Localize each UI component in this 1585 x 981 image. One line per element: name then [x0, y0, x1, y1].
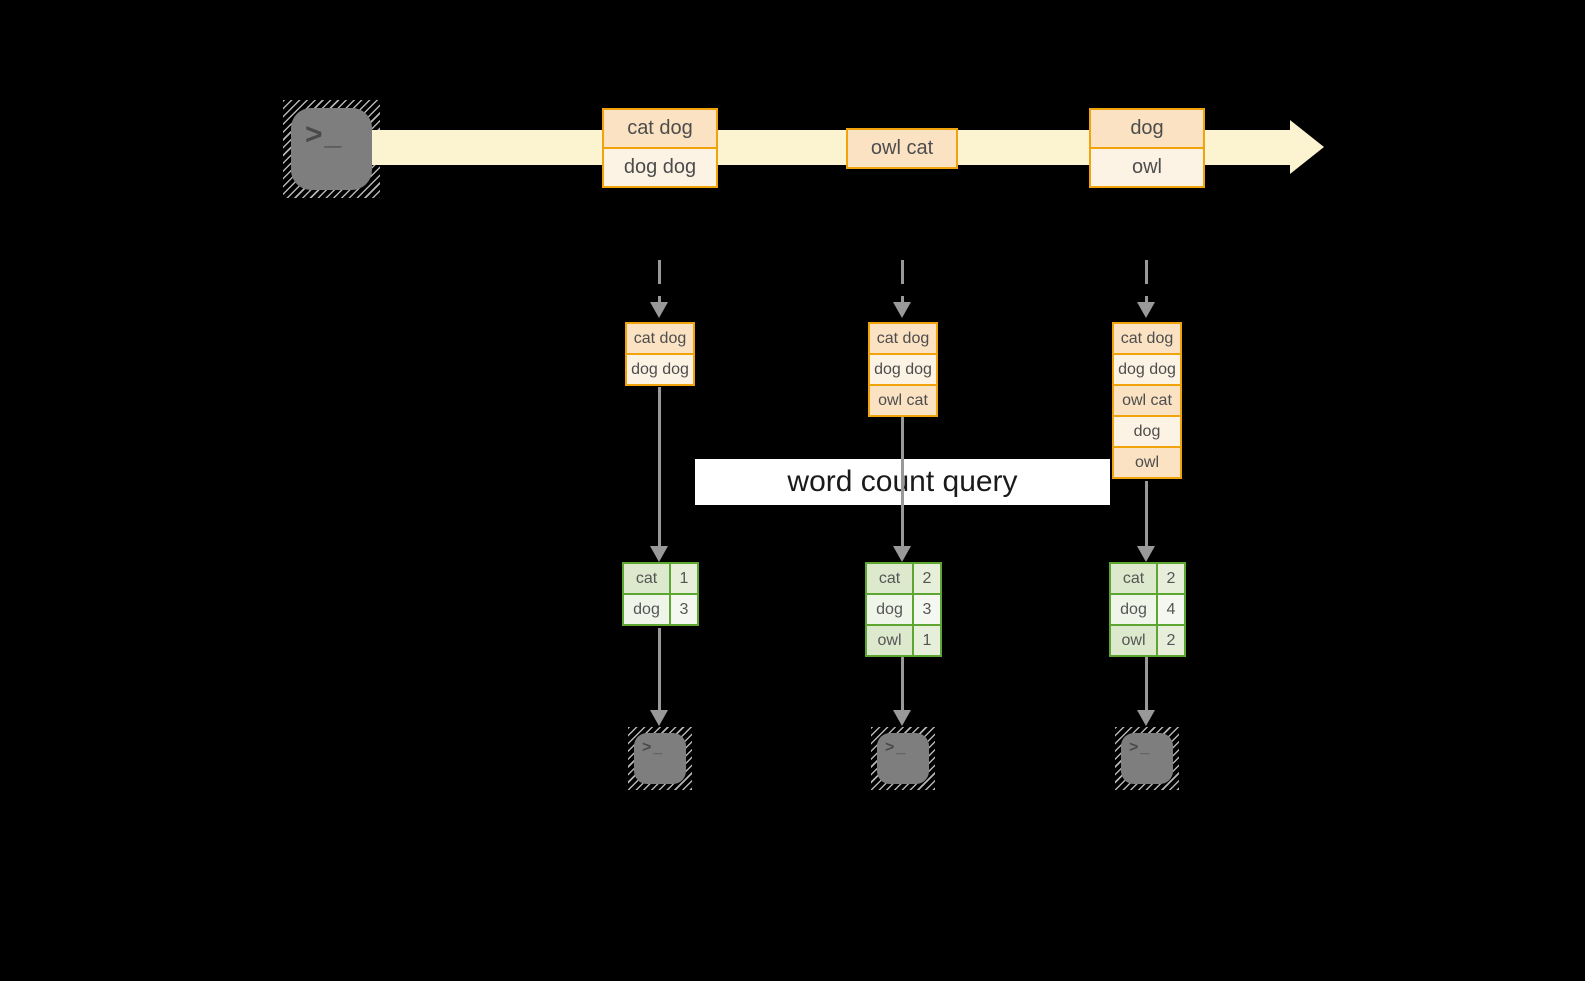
count-value: 1: [912, 626, 940, 655]
table-row: dog 4: [1111, 593, 1184, 624]
count-value: 3: [669, 595, 697, 624]
terminal-body: >_: [877, 733, 929, 784]
batch-item: dog: [1114, 415, 1180, 446]
count-table-1: cat 1 dog 3: [622, 562, 699, 626]
event-row: cat dog: [604, 110, 716, 147]
stream-event-1: cat dog dog dog: [602, 108, 718, 188]
count-word: cat: [624, 564, 669, 593]
count-word: dog: [867, 595, 912, 624]
dashed-arrow-stem: [658, 260, 661, 302]
batch-item: owl: [1114, 446, 1180, 477]
batch-stack-1: cat dog dog dog: [625, 322, 695, 386]
event-row: dog: [1091, 110, 1203, 147]
count-word: owl: [867, 626, 912, 655]
dashed-arrow-stem: [1145, 260, 1148, 302]
arrowhead-icon: [1137, 710, 1155, 726]
batch-item: cat dog: [870, 324, 936, 353]
dashed-arrow-stem: [901, 260, 904, 302]
batch-stack-2: cat dog dog dog owl cat: [868, 322, 938, 417]
count-value: 3: [912, 595, 940, 624]
terminal-prompt-icon: >_: [885, 739, 908, 756]
event-row: owl cat: [848, 130, 956, 167]
table-row: owl 1: [867, 624, 940, 655]
table-row: cat 1: [624, 564, 697, 593]
terminal-body: >_: [634, 733, 686, 784]
arrowhead-icon: [1137, 302, 1155, 318]
batch-item: cat dog: [1114, 324, 1180, 353]
arrow-stem: [1145, 481, 1148, 546]
count-value: 4: [1156, 595, 1184, 624]
terminal-icon: >_: [628, 727, 692, 790]
terminal-body: >_: [1121, 733, 1173, 784]
batch-item: owl cat: [1114, 384, 1180, 415]
arrow-stem: [1145, 657, 1148, 710]
table-row: cat 2: [867, 564, 940, 593]
batch-item: cat dog: [627, 324, 693, 353]
table-row: cat 2: [1111, 564, 1184, 593]
count-value: 2: [912, 564, 940, 593]
arrow-stem: [901, 417, 904, 546]
terminal-icon: >_: [283, 100, 380, 198]
arrowhead-icon: [893, 546, 911, 562]
count-word: cat: [1111, 564, 1156, 593]
count-table-3: cat 2 dog 4 owl 2: [1109, 562, 1186, 657]
table-row: dog 3: [867, 593, 940, 624]
arrow-stem: [901, 657, 904, 710]
terminal-body: >_: [291, 108, 372, 190]
batch-item: dog dog: [627, 353, 693, 384]
event-row: dog dog: [604, 147, 716, 186]
arrowhead-icon: [650, 546, 668, 562]
stream-event-3: dog owl: [1089, 108, 1205, 188]
arrowhead-icon: [893, 302, 911, 318]
terminal-icon: >_: [871, 727, 935, 790]
batch-item: dog dog: [1114, 353, 1180, 384]
stream-arrowhead-icon: [1290, 120, 1324, 174]
arrow-stem: [658, 387, 661, 546]
count-value: 2: [1156, 626, 1184, 655]
terminal-prompt-icon: >_: [642, 739, 665, 756]
event-row: owl: [1091, 147, 1203, 186]
terminal-icon: >_: [1115, 727, 1179, 790]
terminal-prompt-icon: >_: [1129, 739, 1152, 756]
arrowhead-icon: [1137, 546, 1155, 562]
arrowhead-icon: [650, 302, 668, 318]
stream-event-2: owl cat: [846, 128, 958, 169]
count-table-2: cat 2 dog 3 owl 1: [865, 562, 942, 657]
arrow-stem: [658, 628, 661, 710]
count-value: 1: [669, 564, 697, 593]
batch-item: owl cat: [870, 384, 936, 415]
count-value: 2: [1156, 564, 1184, 593]
table-row: dog 3: [624, 593, 697, 624]
batch-stack-3: cat dog dog dog owl cat dog owl: [1112, 322, 1182, 479]
terminal-prompt-icon: >_: [305, 118, 344, 151]
count-word: owl: [1111, 626, 1156, 655]
count-word: dog: [1111, 595, 1156, 624]
count-word: dog: [624, 595, 669, 624]
count-word: cat: [867, 564, 912, 593]
table-row: owl 2: [1111, 624, 1184, 655]
arrowhead-icon: [893, 710, 911, 726]
batch-item: dog dog: [870, 353, 936, 384]
arrowhead-icon: [650, 710, 668, 726]
